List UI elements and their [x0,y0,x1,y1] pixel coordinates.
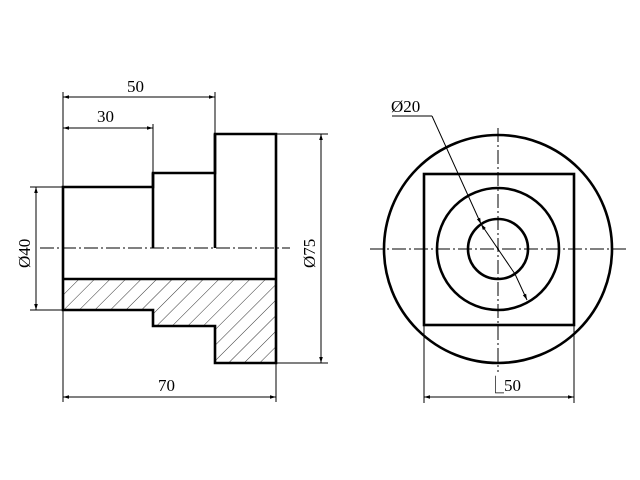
dim-dia-20-label: Ø20 [391,97,420,116]
dim-50-top-label: 50 [127,77,144,96]
dim-square-50: ⎿50 [423,325,575,403]
dim-30-label: 30 [97,107,114,126]
dim-70: 70 [62,310,277,402]
dim-dia-40-label: Ø40 [15,239,34,268]
dim-50-top: 50 [62,77,216,187]
dim-30: 30 [63,107,154,173]
dim-square-50-label: ⎿50 [487,375,521,395]
dim-70-label: 70 [158,376,175,395]
dim-dia-20: Ø20 [391,97,528,301]
dim-dia-75-label: Ø75 [300,239,319,268]
end-view: Ø20 ⎿50 [370,97,628,403]
section-hatch [63,279,276,363]
dim-dia-40: Ø40 [15,186,63,311]
dim-dia-75: Ø75 [276,133,328,364]
front-view: 50 30 Ø40 Ø75 70 [15,77,328,402]
